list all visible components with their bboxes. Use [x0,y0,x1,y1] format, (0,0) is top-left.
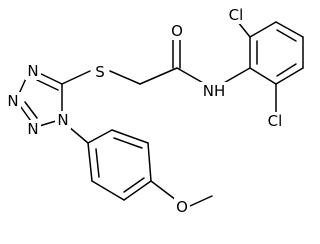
bond-ch2-co [139,67,178,85]
bond-ar-c2-cl [237,21,251,38]
bond-ph-c4-c5-inner [123,177,145,193]
bond-ph-c1-c2 [87,129,113,144]
atom-s: S [95,63,105,81]
bond-ar-c3-c4 [275,21,304,38]
bond-co-nh [176,67,206,85]
bond-ph-c6-c1 [87,142,93,182]
bond-c5-ntop-double [36,79,59,91]
atom-nh: NH [203,82,226,100]
atom-labels: S O NH Cl Cl N N N N O [5,6,287,216]
atom-n-tetrazole-top: N [27,62,38,80]
bond-ar-c2-c3 [249,21,277,38]
bond-ar-c5-c6 [275,67,304,85]
bond-s-ch2 [109,70,141,85]
atom-cl-bottom: Cl [268,112,283,130]
atom-o-methoxy: O [176,198,188,216]
bond-ph-c2-c3 [111,129,149,144]
bond-ar-c5-c6-inner [276,63,297,77]
bond-nh-ar [221,67,251,85]
bond-c5-s [61,70,91,85]
atom-n-tetrazole-upper: N [7,92,18,110]
atom-n-tetrazole-substituted: N [57,111,68,129]
atom-o-carbonyl: O [171,22,183,40]
atom-n-tetrazole-lower: N [27,120,38,138]
atom-cl-top: Cl [229,6,244,24]
bond-o-ch3 [189,195,213,207]
bond-ph-c3-c4 [147,142,152,182]
bond-ph-c2-c3-inner [113,137,143,149]
bond-ph-c4-o [150,180,177,201]
bond-ar-c3-c4-inner [276,29,297,42]
bond-ph-c4-c5 [123,180,152,201]
bond-ph-c6-c1-inner [95,148,100,178]
bond-ph-c5-c6 [91,180,125,201]
bond-ar-c6-c1 [249,67,277,85]
bond-nupper-nlower-double [24,101,38,119]
